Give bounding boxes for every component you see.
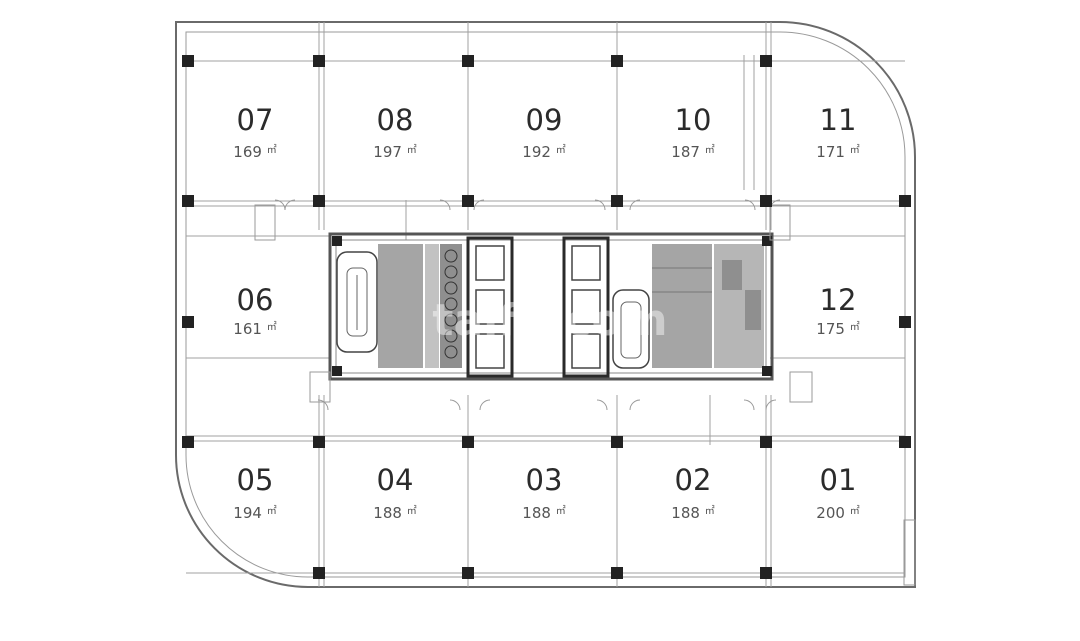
door-details bbox=[254, 199, 916, 586]
unit-area: 188 ㎡ bbox=[373, 504, 416, 522]
unit-labels: 07 169 ㎡ 08 197 ㎡ 09 192 ㎡ 10 187 ㎡ 11 1… bbox=[233, 103, 859, 522]
unit-01[interactable]: 01 200 ㎡ bbox=[816, 463, 859, 522]
unit-12[interactable]: 12 175 ㎡ bbox=[816, 283, 859, 338]
unit-04[interactable]: 04 188 ㎡ bbox=[373, 463, 416, 522]
watermark: taifu.com bbox=[432, 295, 667, 346]
unit-area: 188 ㎡ bbox=[522, 504, 565, 522]
unit-09[interactable]: 09 192 ㎡ bbox=[522, 103, 565, 161]
unit-number: 03 bbox=[526, 463, 563, 497]
unit-number: 06 bbox=[237, 283, 274, 317]
building-outline bbox=[175, 21, 916, 588]
unit-area: 169 ㎡ bbox=[233, 143, 276, 161]
unit-area: 197 ㎡ bbox=[373, 143, 416, 161]
unit-area: 187 ㎡ bbox=[671, 143, 714, 161]
unit-02[interactable]: 02 188 ㎡ bbox=[671, 463, 714, 522]
unit-area: 161 ㎡ bbox=[233, 320, 276, 338]
unit-number: 05 bbox=[237, 463, 274, 497]
structural-columns bbox=[182, 55, 911, 579]
unit-number: 04 bbox=[377, 463, 414, 497]
unit-area: 200 ㎡ bbox=[816, 504, 859, 522]
building-core bbox=[328, 232, 774, 381]
unit-05[interactable]: 05 194 ㎡ bbox=[233, 463, 276, 522]
unit-number: 09 bbox=[526, 103, 563, 137]
structural-grid bbox=[186, 22, 905, 587]
unit-03[interactable]: 03 188 ㎡ bbox=[522, 463, 565, 522]
unit-number: 08 bbox=[377, 103, 414, 137]
unit-08[interactable]: 08 197 ㎡ bbox=[373, 103, 416, 161]
unit-11[interactable]: 11 171 ㎡ bbox=[816, 103, 859, 161]
unit-07[interactable]: 07 169 ㎡ bbox=[233, 103, 276, 161]
unit-number: 10 bbox=[675, 103, 712, 137]
unit-06[interactable]: 06 161 ㎡ bbox=[233, 283, 276, 338]
unit-area: 192 ㎡ bbox=[522, 143, 565, 161]
unit-area: 194 ㎡ bbox=[233, 504, 276, 522]
unit-number: 12 bbox=[820, 283, 857, 317]
unit-10[interactable]: 10 187 ㎡ bbox=[671, 103, 714, 161]
unit-area: 171 ㎡ bbox=[816, 143, 859, 161]
unit-number: 02 bbox=[675, 463, 712, 497]
unit-number: 11 bbox=[820, 103, 857, 137]
unit-area: 188 ㎡ bbox=[671, 504, 714, 522]
unit-area: 175 ㎡ bbox=[816, 320, 859, 338]
unit-number: 01 bbox=[820, 463, 857, 497]
unit-number: 07 bbox=[237, 103, 274, 137]
